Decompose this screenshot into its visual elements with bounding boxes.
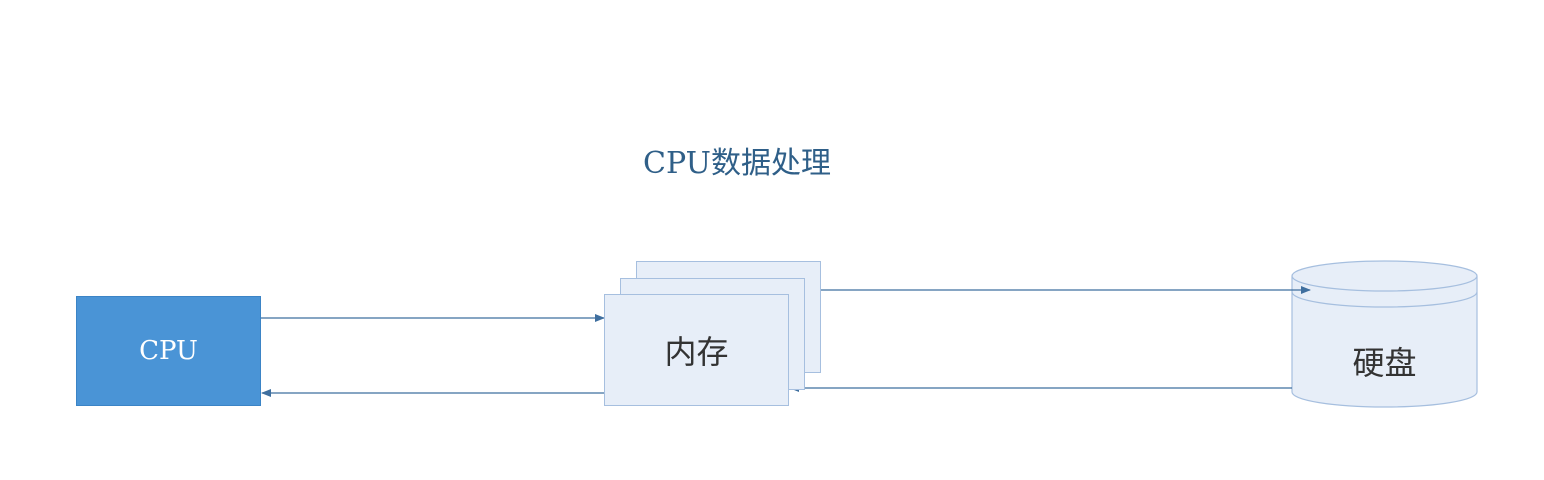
cpu-node: CPU — [76, 296, 261, 406]
memory-label: 内存 — [664, 333, 729, 371]
disk-label: 硬盘 — [1352, 344, 1417, 382]
cpu-label: CPU — [139, 336, 198, 366]
disk-cylinder — [1291, 260, 1478, 408]
diagram-title: CPU数据处理 — [643, 146, 831, 181]
disk-rim — [1291, 291, 1478, 308]
disk-body — [1291, 276, 1478, 408]
memory-node: 内存 — [604, 294, 789, 406]
disk-top — [1291, 260, 1478, 292]
